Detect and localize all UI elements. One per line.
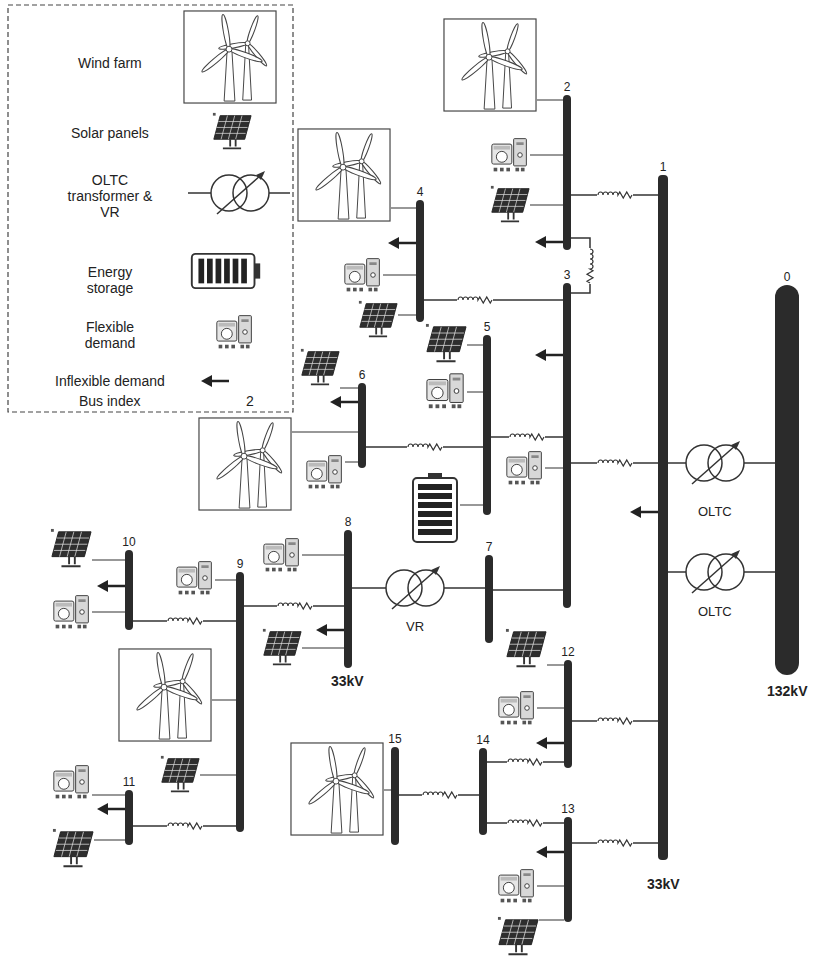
legend-text: Bus index — [79, 393, 140, 409]
bus-bar: 9 — [236, 572, 244, 832]
bus-bar: 10 — [125, 550, 133, 630]
legend-text: OLTC transformer & VR — [64, 172, 156, 220]
power-line — [493, 589, 563, 591]
icon-wires — [92, 100, 564, 920]
line-impedance — [507, 818, 543, 828]
bus-index-sample: 2 — [246, 393, 254, 409]
bus-index: 11 — [123, 776, 135, 788]
voltage-label: 33kV — [331, 673, 364, 689]
bus-bar: 7 — [485, 555, 493, 643]
bus-bar: 1 — [658, 175, 668, 860]
line-impedance — [597, 838, 633, 848]
transformer-label: OLTC — [696, 605, 734, 620]
icons — [51, 19, 658, 954]
bus-bar: 12 — [564, 660, 572, 768]
bus-index: 15 — [388, 733, 401, 745]
bus-bar: 13 — [564, 817, 572, 922]
line-impedance — [597, 190, 633, 200]
line-impedance — [507, 757, 543, 767]
bus-bar: 2 — [563, 95, 571, 250]
bus-bar: 15 — [391, 747, 399, 845]
voltage-label: 33kV — [647, 876, 680, 892]
bus-bar: 3 — [563, 283, 571, 608]
bus-bar: 11 — [125, 790, 133, 845]
bus-bar: 6 — [358, 383, 366, 468]
bus-index: 0 — [784, 271, 791, 283]
line-impedance — [167, 821, 203, 831]
bus-index: 8 — [345, 516, 352, 528]
bus-bar: 5 — [483, 335, 491, 515]
bus-bar: 8 — [344, 530, 352, 668]
bus-index: 4 — [417, 186, 424, 198]
voltage-label: 132kV — [767, 683, 807, 699]
bus-index: 10 — [122, 536, 135, 548]
bus-bar: 0 — [775, 285, 799, 675]
bus-index: 7 — [486, 541, 493, 553]
bus-index: 1 — [660, 161, 667, 173]
line-impedance — [407, 442, 443, 452]
bus-index: 6 — [359, 369, 366, 381]
line-impedance — [277, 601, 313, 611]
transformer-label: OLTC — [696, 505, 734, 520]
line-impedance — [597, 716, 633, 726]
line-impedance — [167, 616, 203, 626]
legend-text: Flexible demand — [64, 319, 156, 351]
line-impedance — [585, 248, 595, 284]
line-impedance — [597, 458, 633, 468]
bus-index: 12 — [561, 646, 574, 658]
power-line — [424, 299, 563, 301]
transformer-label: VR — [404, 620, 426, 635]
bus-bar: 14 — [479, 748, 487, 835]
legend-text: Inflexible demand — [55, 373, 165, 389]
line-impedance — [457, 295, 493, 305]
bus-index: 3 — [564, 269, 571, 281]
legend-samples — [184, 11, 290, 387]
bus-index: 5 — [484, 321, 491, 333]
bus-index: 14 — [476, 734, 489, 746]
bus-index: 13 — [561, 803, 574, 815]
line-impedance — [509, 432, 545, 442]
legend-text: Wind farm — [78, 55, 142, 71]
line-impedance — [422, 790, 458, 800]
legend-frame — [8, 5, 293, 412]
bus-index: 2 — [564, 81, 571, 93]
legend-text: Solar panels — [71, 125, 149, 141]
bus-bar: 4 — [416, 200, 424, 322]
bus-index: 9 — [237, 558, 244, 570]
legend-text: Energy storage — [65, 264, 155, 296]
